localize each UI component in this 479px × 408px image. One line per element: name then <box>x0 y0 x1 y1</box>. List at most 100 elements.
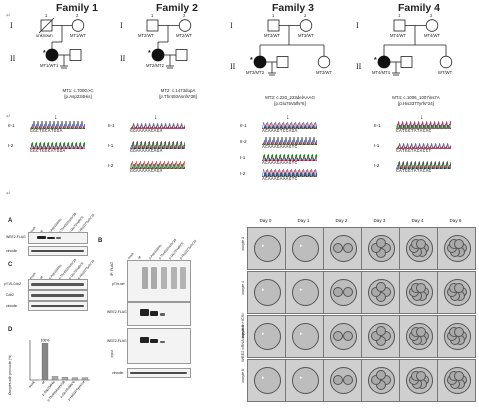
family-2-pedigree: Family 2 I II * 1 2 MT2/WT MT2/WT MT2/MT… <box>120 0 230 110</box>
side-label-ip: IP: FLAG <box>110 262 114 276</box>
band-label: WEE2-FLAG <box>107 339 127 343</box>
western-blot-pthr <box>127 260 191 302</box>
embryo-image <box>323 359 362 402</box>
sequence-text: ACAAAGAAAGTC <box>262 145 298 150</box>
genotype-label: unknown <box>36 33 53 38</box>
axis-line <box>29 340 90 381</box>
mutation-label: MT2: c.1473dupA[p.Thr493Asnfs*38] <box>159 88 197 99</box>
genotype-label: MT3/WT <box>298 33 315 38</box>
embryo-image: ▸ <box>247 359 286 402</box>
embryo-image <box>437 227 476 270</box>
panel-label: A <box>8 218 13 224</box>
embryo-image: ▸ <box>285 227 324 270</box>
return-mark: ↵ <box>6 191 12 197</box>
chromatogram-row-label: I-2 <box>8 143 14 148</box>
proband-marker: * <box>148 50 151 57</box>
individual-number: 1 <box>45 13 48 18</box>
oocyte-row-label: oocyte 6 <box>241 369 245 383</box>
generation-label: II <box>120 54 126 63</box>
band-label: vinculin <box>112 371 124 375</box>
chromatogram-trace <box>396 142 451 149</box>
band-label: vinculin <box>6 249 18 253</box>
chromatogram-row-label: II-1 <box>240 123 247 128</box>
panel-label: B <box>98 238 103 244</box>
band-label: Cdc2 <box>6 293 14 297</box>
embryo-image <box>361 359 400 402</box>
chromatogram-trace <box>262 153 317 161</box>
individual-number: 1 <box>398 13 401 18</box>
oocyte-row-label: oocyte 4 <box>241 281 245 295</box>
family-title: Family 4 <box>398 2 441 14</box>
chromatogram-row-label: II-2 <box>240 139 247 144</box>
western-blot-wee2-ip <box>127 302 191 326</box>
embryo-image <box>437 359 476 402</box>
return-mark: ↵ <box>6 13 12 19</box>
sequence-text: GGAAAAACAGA <box>130 129 163 134</box>
family-title: Family 2 <box>156 2 199 14</box>
chromatogram-row-label: II-1 <box>374 123 381 128</box>
family-title: Family 3 <box>272 2 315 14</box>
mutation-arrow-icon: ↓ <box>154 114 158 121</box>
chromatogram-trace <box>30 120 85 129</box>
western-blot-wee2-input <box>127 328 191 364</box>
embryo-image: ▸ <box>285 315 324 358</box>
band-label: pY15-Cdc2 <box>4 282 21 286</box>
oocyte-row-label: oocyte 3 <box>241 237 245 251</box>
genotype-label: MT1/WT <box>70 33 87 38</box>
bar <box>81 377 89 381</box>
oocyte-row-label: oocyte 5 <box>241 325 245 339</box>
western-blot-wee2 <box>28 232 88 244</box>
chromatogram-trace <box>396 160 451 169</box>
embryo-image <box>437 315 476 358</box>
mutation-label: MT1: c.700G>C[p.Asp234His] <box>62 88 94 99</box>
chromatogram-trace <box>396 120 451 129</box>
bar <box>51 376 59 381</box>
embryo-image <box>323 271 362 314</box>
generation-label: I <box>10 21 13 30</box>
individual-number: 1 <box>272 13 275 18</box>
lane-label: mock <box>126 251 135 260</box>
pedigree-diagram <box>38 17 85 69</box>
genotype-label: MT4/WT <box>424 33 441 38</box>
embryo-image: ▸ <box>247 315 286 358</box>
mutation-label: MT4: c.1006_1007ins7A[p.His337Tyrfs*24] <box>392 95 440 106</box>
proband-marker: * <box>250 57 253 64</box>
generation-label: II <box>356 62 362 71</box>
sequence-text: CATGGTATACAC <box>396 129 432 134</box>
chromatogram-row-label: I-1 <box>374 143 380 148</box>
pedigree-diagram <box>146 19 192 69</box>
mutation-arrow-icon: ↓ <box>420 114 424 121</box>
embryo-image <box>361 271 400 314</box>
chromatogram-row-label: I-2 <box>240 171 246 176</box>
pedigree-diagram <box>377 19 453 76</box>
chromatogram-trace <box>130 160 185 169</box>
embryo-image <box>361 315 400 358</box>
sequence-text: ACAAAGAAAGTC <box>262 161 298 166</box>
embryo-image <box>399 315 438 358</box>
embryo-image <box>399 359 438 402</box>
band-label: WEE2-FLAG <box>107 310 127 314</box>
panel-label: C <box>8 262 13 268</box>
western-blot-cdc2 <box>28 290 88 301</box>
western-blot-py15 <box>28 279 88 290</box>
western-blot-vinculin <box>28 301 88 311</box>
sequence-text: CATGGTACACCT <box>396 149 432 154</box>
chromatogram-trace <box>262 168 317 177</box>
sequence-text: GGCTGCATGGA <box>30 129 63 134</box>
mutation-arrow-icon: ↓ <box>54 114 58 121</box>
sequence-text: GGCTGGCATGGA <box>30 149 66 154</box>
genotype-label: MT1/WT1 <box>40 63 59 68</box>
day-label: Day 3 <box>373 218 386 223</box>
chromatogram-trace <box>130 140 185 149</box>
sequence-text: ACAAAGAAAGTC <box>262 177 298 182</box>
bar <box>61 377 69 381</box>
panel-label: D <box>8 327 13 333</box>
day-label: Day 2 <box>335 218 348 223</box>
embryo-image: ▸ <box>285 271 324 314</box>
family-4-pedigree: Family 4 I II * 1 2 MT4/WT MT4/WT MT4/MT… <box>354 0 474 110</box>
embryo-image <box>323 315 362 358</box>
genotype-label: MT4/MT4 <box>372 70 390 75</box>
